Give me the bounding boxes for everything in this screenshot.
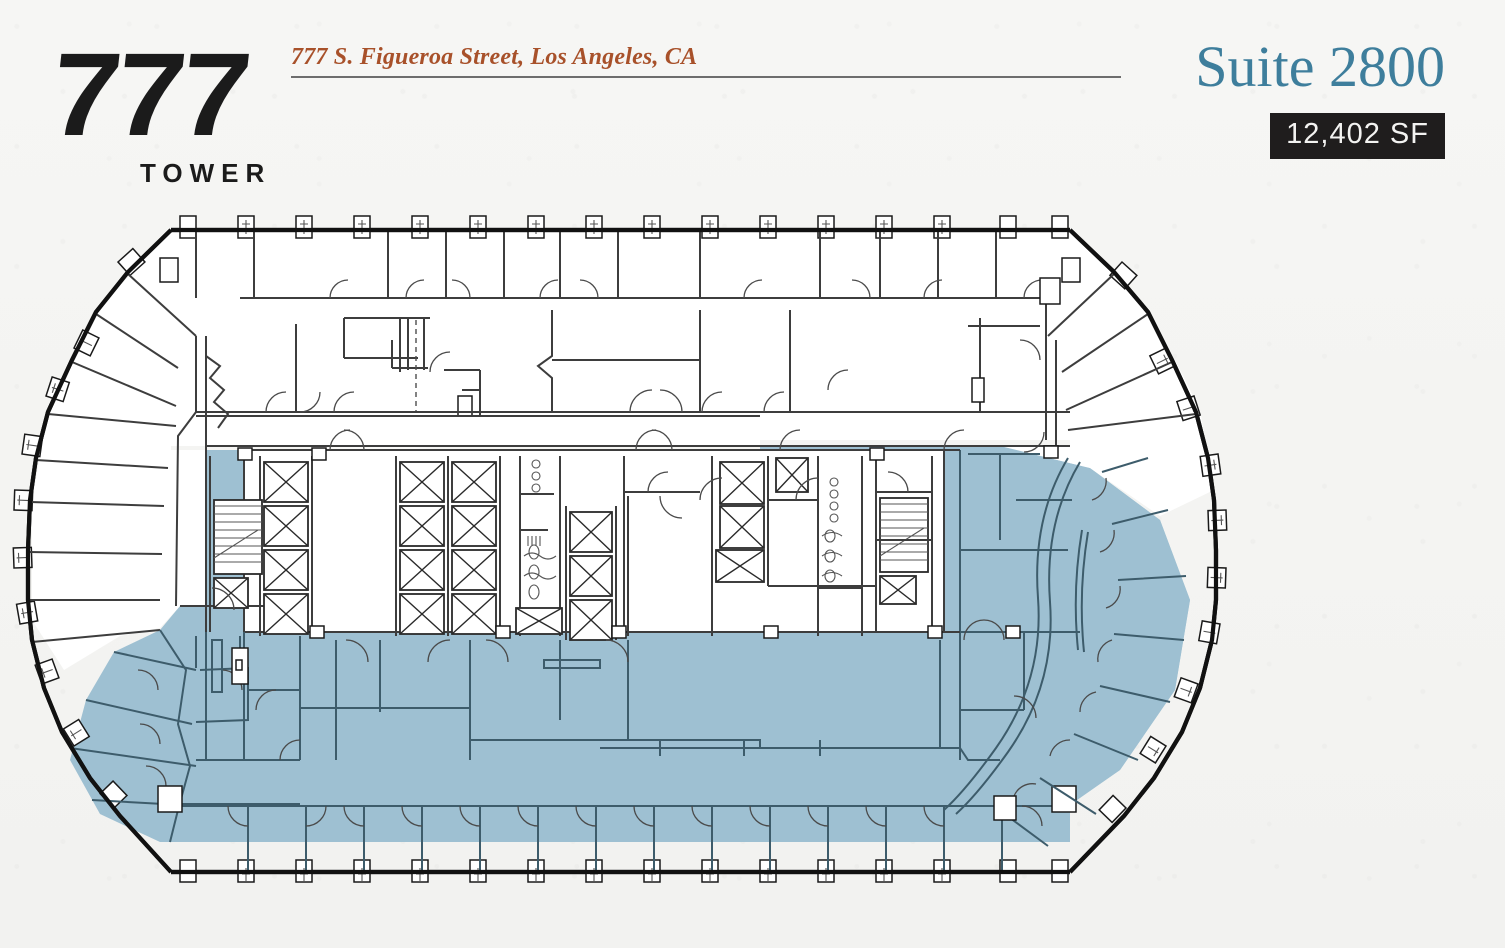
logo-777-number: 777 — [44, 29, 253, 161]
elevator-cab — [719, 505, 765, 549]
elevator-cab — [451, 549, 497, 591]
elevator-cab — [775, 457, 809, 493]
logo-tower-word: TOWER — [140, 158, 272, 188]
east-suite-rooms — [943, 445, 1187, 847]
elevator-cab — [263, 549, 309, 591]
restroom-womens — [515, 456, 563, 636]
elevator-cab — [263, 593, 309, 635]
header: 777 TOWER 777 S. Figueroa Street, Los An… — [0, 0, 1505, 200]
stair-east — [875, 456, 933, 632]
elevator-cab — [263, 505, 309, 547]
elevator-cab — [569, 599, 613, 641]
elevator-cab — [569, 555, 613, 597]
elevator-cab — [399, 549, 445, 591]
elevator-cab — [451, 505, 497, 547]
elevator-bank-west — [259, 456, 313, 636]
elevator-cab — [569, 511, 613, 553]
elevator-cab — [263, 461, 309, 503]
north-interior-partitions — [196, 310, 1070, 417]
elevator-bank-center-right — [451, 456, 501, 636]
elevator-cab — [451, 593, 497, 635]
east-window-mullions — [1098, 260, 1228, 824]
building-address: 777 S. Figueroa Street, Los Angeles, CA — [291, 44, 698, 70]
elevator-cab — [399, 593, 445, 635]
suite-area-badge: 12,402 SF — [1270, 113, 1445, 159]
central-open-suite — [300, 639, 1000, 761]
stair-west — [209, 456, 263, 632]
core-corridor — [206, 429, 1070, 451]
restroom-mens — [817, 456, 863, 636]
elevator-cab — [399, 461, 445, 503]
elevator-cab — [715, 549, 765, 583]
elevator-cab — [399, 505, 445, 547]
header-divider — [291, 76, 1121, 78]
north-perimeter-offices — [159, 232, 1081, 299]
south-suite-offices — [157, 785, 1077, 870]
core-lobby-rooms — [237, 447, 943, 639]
elevator-cab — [719, 461, 765, 505]
floorplan-container: .ow{fill:none;stroke:#111;stroke-width:4… — [0, 200, 1505, 948]
elevator-bank-east-inner — [565, 506, 617, 641]
east-core-transition — [944, 449, 1037, 719]
elevator-bank-center-left — [395, 456, 449, 636]
north-window-mullions — [179, 215, 1069, 239]
exterior-wall-top — [25, 227, 1219, 875]
floorplan-svg: .ow{fill:none;stroke:#111;stroke-width:4… — [12, 215, 1228, 883]
elevator-cab — [451, 461, 497, 503]
west-core-transition — [180, 587, 249, 685]
suite-title: Suite 2800 — [1195, 34, 1445, 99]
